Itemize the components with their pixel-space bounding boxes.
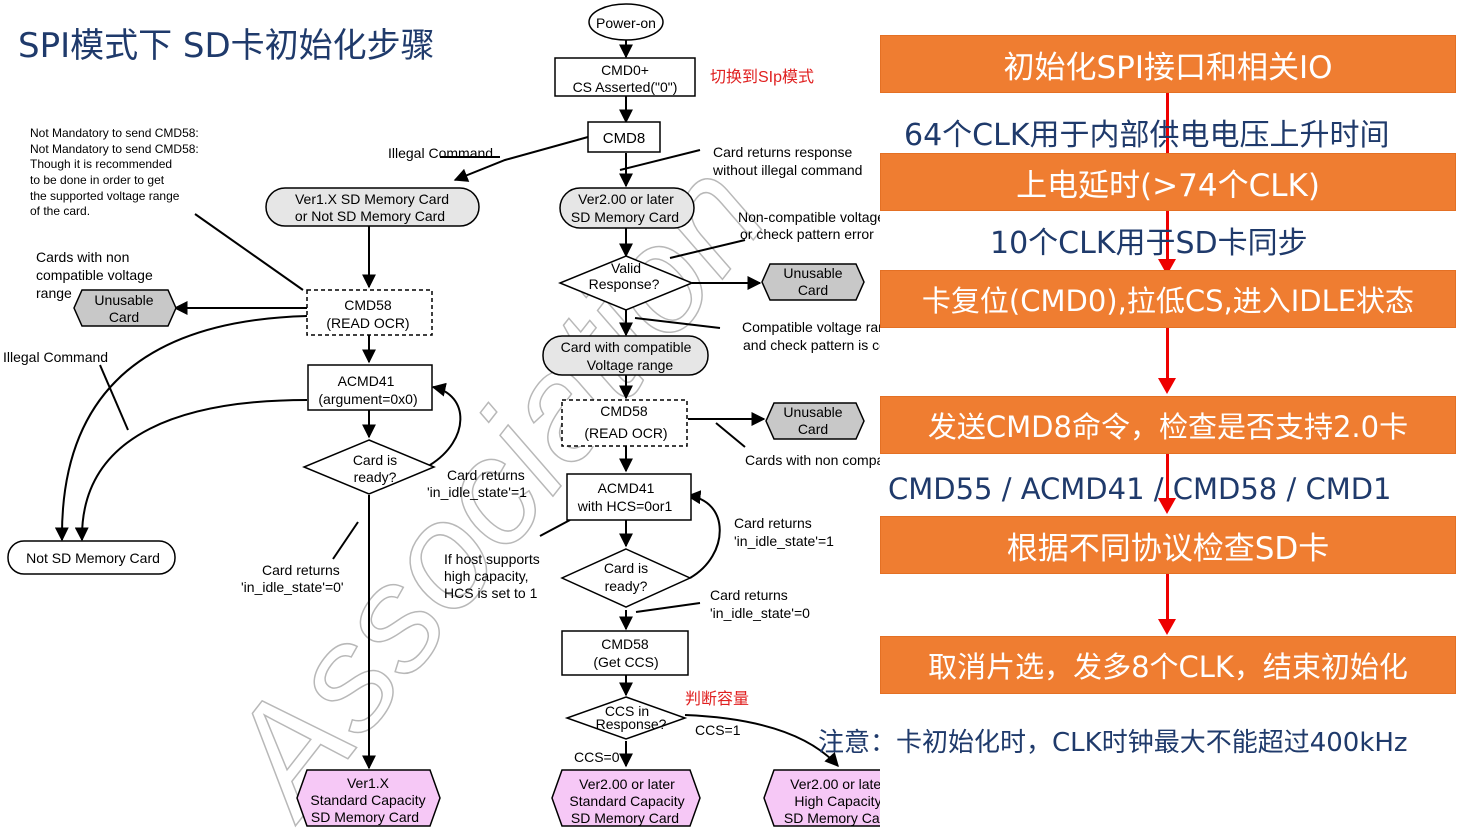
noncompat-l1: Non-compatible voltage range [738, 209, 880, 225]
not-mandatory-l6: of the card. [30, 204, 90, 218]
idle0-right-l1: Card returns [710, 587, 788, 603]
not-mandatory-l4: to be done in order to get [30, 173, 165, 187]
cmd0-label: CMD0+ [601, 62, 649, 78]
ccs-l1: CCS in [605, 703, 649, 719]
idle0-left-l1: Card returns [262, 562, 340, 578]
host-supports-l3: HCS is set to 1 [444, 585, 538, 601]
ver1-terminal-l2: or Not SD Memory Card [295, 208, 445, 224]
unusable-card-2-l2: Card [798, 421, 828, 437]
cmd-sequence-note: CMD55 / ACMD41 / CMD58 / CMD1 [888, 472, 1392, 506]
card-response-l2: without illegal command [712, 162, 862, 178]
cmd58-ccs-l1: CMD58 [601, 636, 649, 652]
acmd41-right-l1: ACMD41 [598, 480, 655, 496]
clk64-note: 64个CLK用于内部供电电压上升时间 [904, 118, 1390, 153]
power-on-label: Power-on [596, 15, 656, 31]
v1-std-l3: SD Memory Card [311, 809, 419, 825]
v1-std-l1: Ver1.X [347, 775, 390, 791]
unusable-card-1-l1: Unusable [783, 265, 842, 281]
ccs-l2: Response? [596, 716, 667, 732]
clock-limit-note: 注意：卡初始化时，CLK时钟最大不能超过400kHz [818, 728, 1408, 758]
acmd41-right-l2: with HCS=0or1 [577, 498, 673, 514]
init-steps-panel: 初始化SPI接口和相关IO 64个CLK用于内部供电电压上升时间 上电延时(>7… [880, 0, 1464, 830]
valid-response-l2: Response? [589, 276, 660, 292]
idle1-right-l1: Card returns [734, 515, 812, 531]
ver1-terminal-l1: Ver1.X SD Memory Card [295, 191, 449, 207]
idle1-right-l2: 'in_idle_state'=1 [734, 533, 834, 549]
host-supports-l2: high capacity, [444, 568, 529, 584]
ver2-terminal-l1: Ver2.00 or later [578, 191, 674, 207]
ready-left-l1: Card is [353, 452, 397, 468]
step-init-spi: 初始化SPI接口和相关IO [880, 35, 1456, 93]
switch-spi-annotation: 切换到SIp模式 [710, 68, 814, 86]
cmd58-right-l2: (READ OCR) [584, 425, 667, 441]
clk10-note: 10个CLK用于SD卡同步 [990, 226, 1308, 261]
page-title: SPI模式下 SD卡初始化步骤 [18, 26, 435, 66]
ready-left-l2: ready? [354, 469, 397, 485]
host-supports-l1: If host supports [444, 551, 540, 567]
cmd58-ccs-l2: (Get CCS) [593, 654, 658, 670]
idle0-left-l2: 'in_idle_state'=0' [241, 579, 344, 595]
cards-non-compat-long: Cards with non compatible voltage range [745, 452, 880, 468]
ready-right-l2: ready? [605, 578, 648, 594]
idle1-left-l2: 'in_idle_state'=1 [427, 484, 527, 500]
compat-l1: Compatible voltage range [742, 319, 880, 335]
compat-l2: and check pattern is correct [743, 337, 880, 353]
card-compat-l1: Card with compatible [561, 339, 692, 355]
unusable-card-left-l1: Unusable [94, 292, 153, 308]
v2-hc-l3: SD Memory Card [784, 810, 880, 826]
not-mandatory-l1: Not Mandatory to send CMD58: [30, 126, 199, 140]
step-finish-init: 取消片选，发多8个CLK，结束初始化 [880, 636, 1456, 694]
judge-capacity-annotation: 判断容量 [685, 690, 749, 708]
v1-std-l2: Standard Capacity [310, 792, 425, 808]
card-response-l1: Card returns response [713, 144, 853, 160]
cmd58-right-l1: CMD58 [600, 403, 648, 419]
flowchart: Association [3, 3, 880, 830]
acmd41-left-l1: ACMD41 [338, 373, 395, 389]
cards-non-compat-l2: compatible voltage [36, 267, 153, 283]
cards-non-compat-l3: range [36, 285, 72, 301]
not-mandatory-l2: Not Mandatory to send CMD58: [30, 142, 199, 156]
ccs0-label: CCS=0 [574, 749, 620, 765]
noncompat-l2: or check pattern error [740, 226, 874, 242]
v2-std-l1: Ver2.00 or later [579, 776, 675, 792]
illegal-command-left: Illegal Command [3, 349, 108, 365]
cards-non-compat-l1: Cards with non [36, 249, 129, 265]
idle0-right-l2: 'in_idle_state'=0 [710, 605, 810, 621]
v2-std-l3: SD Memory Card [571, 810, 679, 826]
acmd41-left-l2: (argument=0x0) [318, 391, 417, 407]
cmd58-left-l2: (READ OCR) [326, 315, 409, 331]
illegal-command-top: Illegal Command [388, 145, 493, 161]
idle1-left-l1: Card returns [447, 467, 525, 483]
unusable-card-1-l2: Card [798, 282, 828, 298]
cmd58-left-l1: CMD58 [344, 297, 392, 313]
step-check-sd: 根据不同协议检查SD卡 [880, 516, 1456, 574]
valid-response-l1: Valid [611, 260, 641, 276]
v2-std-l2: Standard Capacity [569, 793, 684, 809]
not-mandatory-l3: Though it is recommended [30, 157, 172, 171]
v2-hc-l2: High Capacity [794, 793, 880, 809]
ready-right-l1: Card is [604, 560, 648, 576]
not-mandatory-l5: the supported voltage range [30, 189, 180, 203]
ver2-terminal-l2: SD Memory Card [571, 209, 679, 225]
ccs1-label: CCS=1 [695, 722, 741, 738]
step-power-delay: 上电延时(>74个CLK) [880, 153, 1456, 211]
unusable-card-left-l2: Card [109, 309, 139, 325]
step-card-reset: 卡复位(CMD0),拉低CS,进入IDLE状态 [880, 270, 1456, 328]
cmd8-label: CMD8 [603, 130, 646, 147]
step-send-cmd8: 发送CMD8命令，检查是否支持2.0卡 [880, 396, 1456, 454]
v2-hc-l1: Ver2.00 or later [790, 776, 880, 792]
card-compat-l2: Voltage range [587, 357, 674, 373]
unusable-card-2-l1: Unusable [783, 404, 842, 420]
not-sd-card-label: Not SD Memory Card [26, 550, 160, 566]
cs-asserted-label: CS Asserted("0") [573, 79, 678, 95]
